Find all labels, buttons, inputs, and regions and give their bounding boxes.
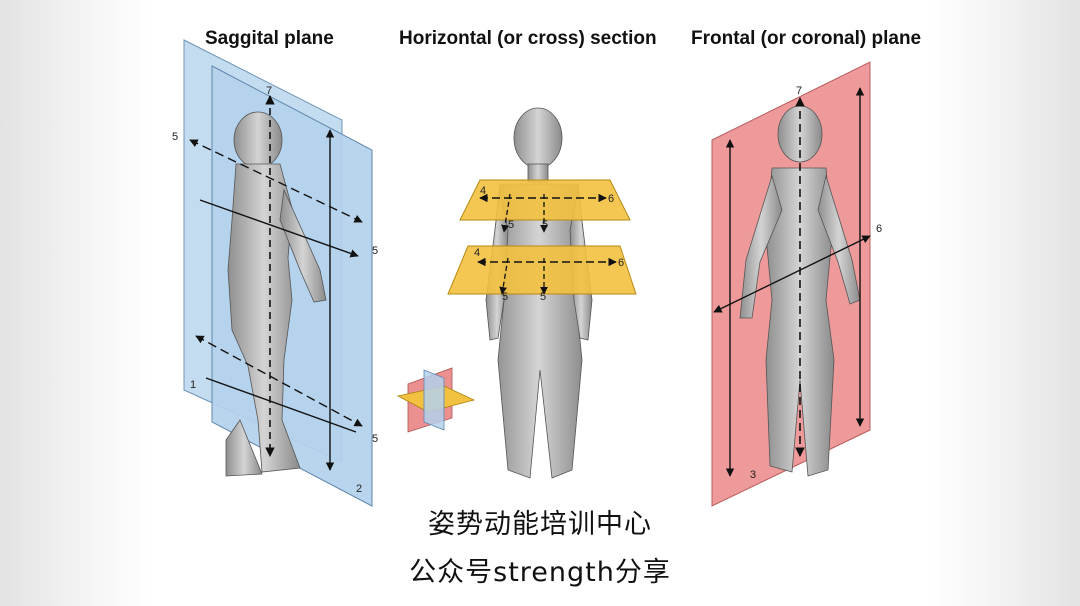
planes-orientation-icon [396,367,476,433]
horizontal-label-4a: 4 [480,185,486,197]
sagittal-label-2: 2 [356,483,362,495]
sagittal-plane-title: Saggital plane [205,28,334,49]
horizontal-label-5d: 5 [540,291,546,303]
horizontal-label-4b: 4 [474,247,480,259]
frontal-label-7: 7 [796,85,802,97]
sagittal-label-5c: 5 [372,433,378,445]
sagittal-label-7: 7 [266,85,272,97]
sagittal-label-1: 1 [190,379,196,391]
sagittal-label-5b: 5 [372,245,378,257]
sagittal-panel: 1 2 5 5 5 7 [172,39,378,507]
frontal-plane-title: Frontal (or coronal) plane [691,28,922,49]
frontal-label-3: 3 [750,469,756,481]
horizontal-panel: 4 6 5 5 4 6 5 5 [396,107,637,479]
horizontal-section-title: Horizontal (or cross) section [399,28,657,49]
horizontal-label-5c: 5 [502,291,508,303]
caption-line-2: 公众号strength分享 [409,557,671,588]
frontal-label-6: 6 [876,223,882,235]
horizontal-label-6a: 6 [608,193,614,205]
horizontal-label-6b: 6 [618,257,624,269]
frontal-panel: 7 6 3 [711,61,882,507]
caption-line-1: 姿势动能培训中心 [428,509,652,540]
horizontal-label-5b: 5 [542,219,548,231]
horizontal-label-5a: 5 [508,219,514,231]
sagittal-label-5a: 5 [172,131,178,143]
